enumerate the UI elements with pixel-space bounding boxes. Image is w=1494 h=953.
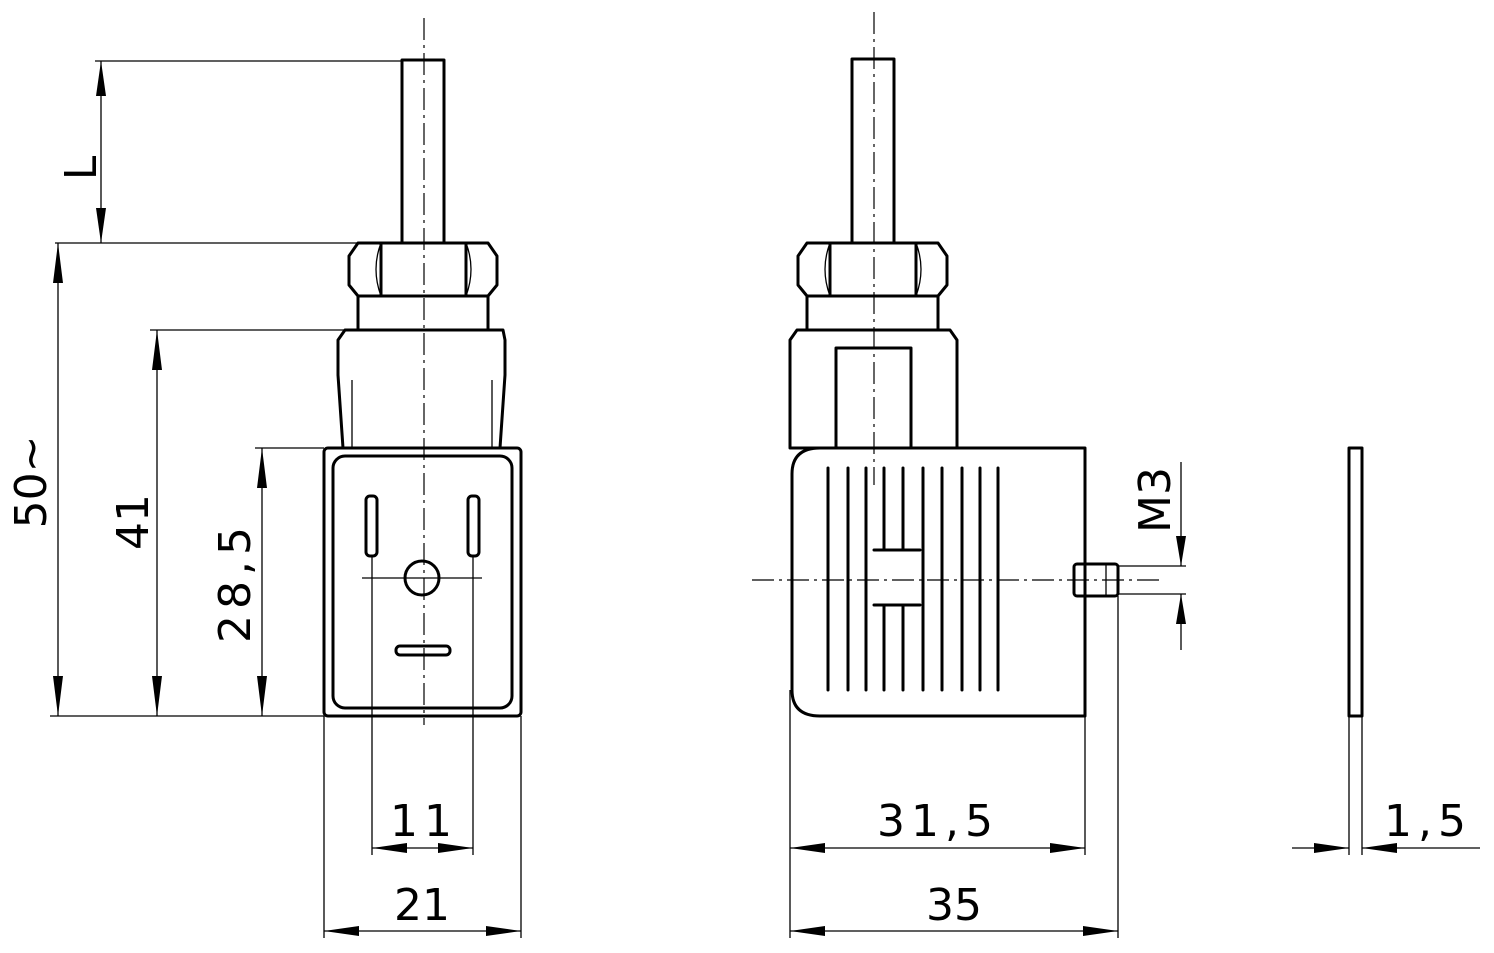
dim-thickness: 1,5 (1292, 796, 1480, 853)
dim-height-28-5-label: 28,5 (210, 521, 261, 643)
front-hex-nut (347, 241, 499, 298)
side-neck (805, 294, 940, 332)
front-housing-inner (331, 454, 514, 710)
dim-depth-31-5: 31,5 (789, 690, 1086, 938)
front-neck (356, 294, 490, 332)
dim-height-41-label: 41 (108, 494, 159, 550)
dim-screw-thread: M3 (1118, 462, 1186, 650)
dim-depth-35: 35 (790, 596, 1119, 938)
dim-thickness-label: 1,5 (1384, 796, 1472, 847)
gasket-view: 1,5 (1292, 446, 1480, 855)
front-body-taper (336, 328, 507, 450)
dim-screw-thread-label: M3 (1130, 467, 1181, 533)
gasket-plate (1347, 446, 1364, 718)
dim-depth-31-5-label: 31,5 (877, 796, 999, 847)
front-view: L 50~ 41 28,5 (6, 18, 523, 938)
front-pin-slot-left (364, 494, 379, 558)
dim-height-41: 41 (108, 329, 345, 716)
side-view: M3 31,5 35 (752, 12, 1186, 938)
dim-length: L (55, 60, 402, 244)
side-screw (1072, 562, 1120, 598)
side-housing (790, 446, 1087, 718)
side-ribs (826, 466, 1000, 692)
dim-height-total: 50~ (6, 243, 324, 717)
front-housing-outer (322, 446, 523, 718)
dim-depth-35-label: 35 (926, 880, 982, 931)
front-cable (400, 58, 446, 245)
dim-height-total-label: 50~ (6, 436, 57, 529)
side-cable (850, 57, 896, 245)
dim-pin-spacing: 11 (371, 556, 474, 855)
dim-height-28-5: 28,5 (210, 447, 324, 716)
dim-pin-spacing-label: 11 (390, 796, 458, 847)
dim-width: 21 (323, 716, 522, 938)
front-ground-slot (394, 644, 452, 657)
side-hex-nut (796, 241, 949, 298)
dim-length-label: L (56, 155, 107, 180)
dim-width-label: 21 (394, 880, 450, 931)
front-pin-slot-right (466, 494, 481, 558)
